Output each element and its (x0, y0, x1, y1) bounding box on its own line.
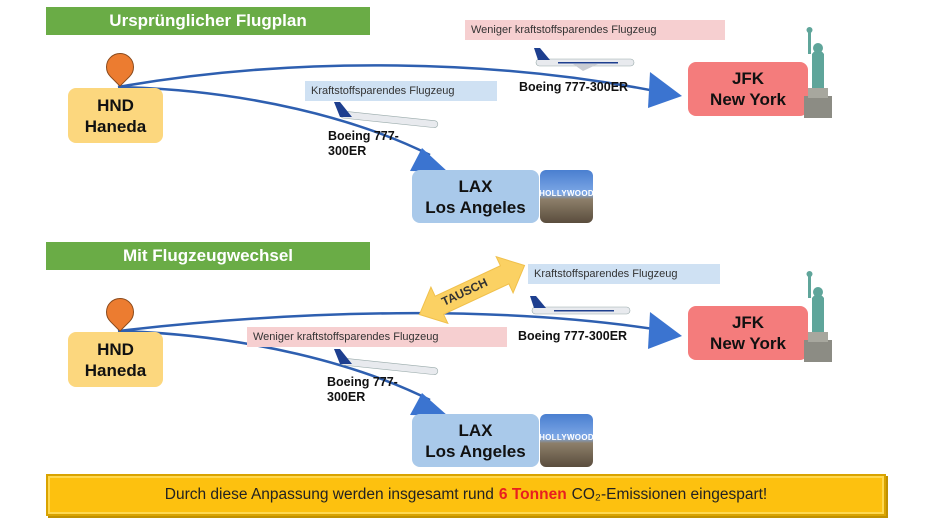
statue-of-liberty-icon (800, 26, 836, 118)
aircraft-type-tag: Kraftstoffsparendes Flugzeug (305, 81, 497, 101)
aircraft-model: Boeing 777-300ER (519, 80, 629, 94)
city-name: Haneda (84, 116, 147, 136)
hollywood-sign-text: HOLLYWOOD (540, 433, 593, 442)
city-code: JFK (731, 69, 765, 88)
arrowhead-jfk-1 (648, 72, 682, 108)
city-box-new-york: JFK New York (688, 306, 808, 360)
arrowhead-lax-2 (410, 393, 448, 416)
city-name: New York (710, 334, 786, 353)
route-hnd-jfk-2 (117, 311, 661, 333)
aircraft-type-tag: Weniger kraftstoffsparendes Flugzeug (247, 327, 507, 347)
city-box-haneda: HND Haneda (68, 88, 163, 143)
city-box-los-angeles: LAX Los Angeles (412, 414, 539, 467)
aircraft-model-line1: Boeing 777- (328, 129, 399, 143)
airplane-icon (528, 44, 638, 76)
airplane-icon (330, 347, 442, 381)
route-hnd-lax-2 (117, 329, 431, 402)
route-hnd-lax-1 (117, 85, 431, 157)
city-box-haneda: HND Haneda (68, 332, 163, 387)
statue-of-liberty-icon (800, 270, 836, 362)
aircraft-model: Boeing 777-300ER (518, 329, 628, 343)
section-header-swap: Mit Flugzeugwechsel (46, 242, 370, 270)
aircraft-type-tag: Kraftstoffsparendes Flugzeug (528, 264, 720, 284)
aircraft-model: Boeing 777- 300ER (328, 129, 399, 159)
airplane-icon (330, 100, 442, 134)
city-box-los-angeles: LAX Los Angeles (412, 170, 539, 223)
hollywood-sign-image: HOLLYWOOD (540, 414, 593, 467)
city-name: Los Angeles (425, 441, 526, 461)
city-name: Los Angeles (425, 197, 526, 217)
aircraft-model-line1: Boeing 777- (327, 375, 398, 389)
arrowhead-lax-1 (410, 148, 448, 172)
banner-text-before: Durch diese Anpassung werden insgesamt r… (164, 486, 494, 503)
city-code: JFK (731, 313, 765, 332)
section-header-original: Ursprünglicher Flugplan (46, 7, 370, 35)
swap-arrow-icon (418, 255, 526, 325)
aircraft-model: Boeing 777- 300ER (327, 375, 398, 405)
city-box-new-york: JFK New York (688, 62, 808, 116)
city-code: HND (97, 95, 134, 115)
city-name: New York (710, 90, 786, 109)
hollywood-sign-image: HOLLYWOOD (540, 170, 593, 223)
city-code: LAX (458, 176, 493, 196)
aircraft-type-tag: Weniger kraftstoffsparendes Flugzeug (465, 20, 725, 40)
city-code: LAX (458, 420, 493, 440)
hollywood-sign-text: HOLLYWOOD (540, 189, 593, 198)
banner-highlight: 6 Tonnen (498, 486, 567, 503)
aircraft-model-line2: 300ER (328, 144, 367, 158)
aircraft-model-line2: 300ER (327, 390, 366, 404)
airplane-icon (524, 292, 634, 324)
city-code: HND (97, 339, 134, 359)
city-name: Haneda (84, 360, 147, 380)
arrowhead-jfk-2 (648, 312, 682, 349)
banner-text-after: CO₂-Emissionen eingespart! (571, 486, 768, 503)
route-hnd-jfk-1 (117, 64, 661, 94)
savings-banner: Durch diese Anpassung werden insgesamt r… (46, 474, 886, 516)
